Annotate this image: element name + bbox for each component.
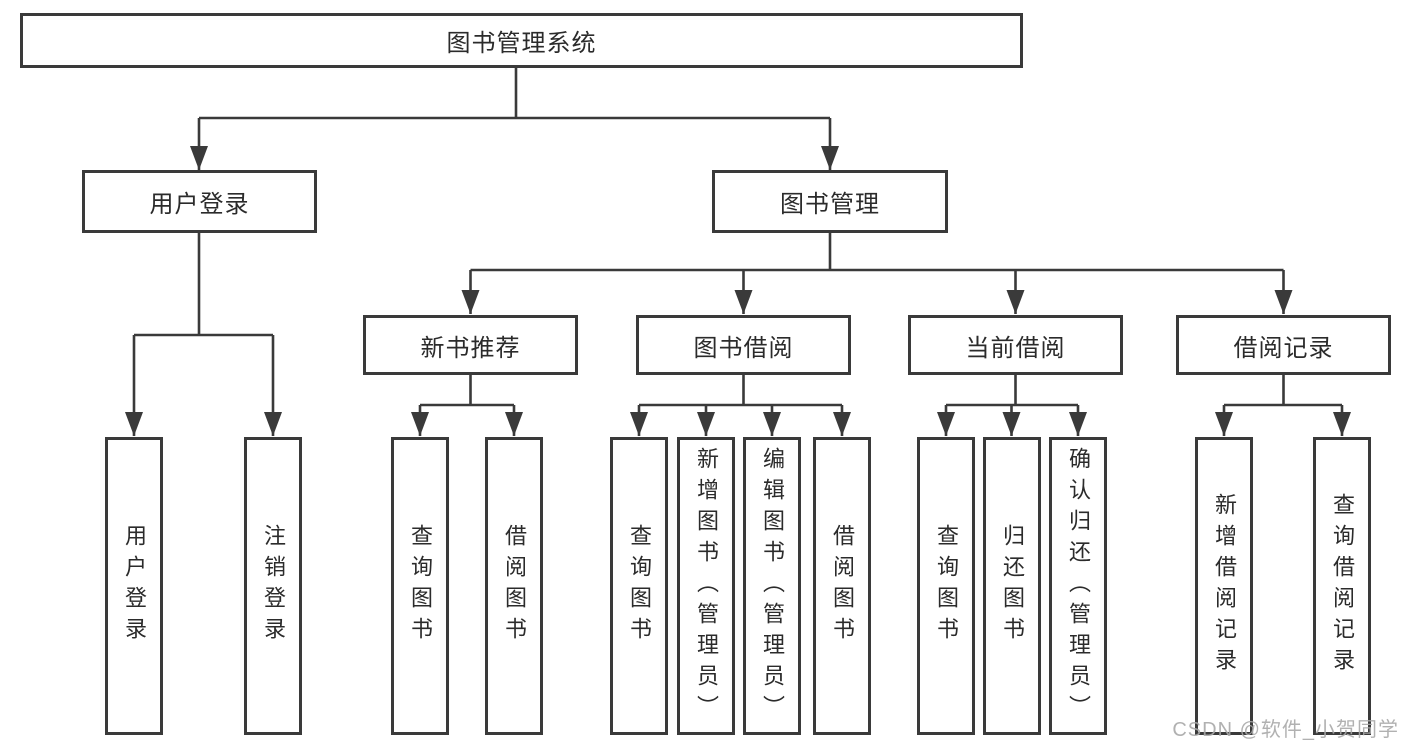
node-leaf-query-books-3: 查询图书 xyxy=(917,437,975,735)
node-leaf-query-books-1-label: 查询图书 xyxy=(408,524,433,648)
node-new-book-recommend: 新书推荐 xyxy=(363,315,578,375)
node-leaf-add-borrow-record: 新增借阅记录 xyxy=(1195,437,1253,735)
node-leaf-edit-books-admin-label: 编辑图书（管理员） xyxy=(760,446,785,726)
node-leaf-query-books-2: 查询图书 xyxy=(610,437,668,735)
node-leaf-return-books: 归还图书 xyxy=(983,437,1041,735)
node-leaf-query-borrow-record: 查询借阅记录 xyxy=(1313,437,1371,735)
watermark: CSDN @软件_小贺同学 xyxy=(1172,719,1399,741)
node-leaf-borrow-books-1-label: 借阅图书 xyxy=(502,524,527,648)
node-book-management-label: 图书管理 xyxy=(780,191,880,218)
arrowheads xyxy=(125,146,1351,436)
node-leaf-logout: 注销登录 xyxy=(244,437,302,735)
node-leaf-query-books-1: 查询图书 xyxy=(391,437,449,735)
node-leaf-add-borrow-record-label: 新增借阅记录 xyxy=(1212,493,1237,679)
node-leaf-add-books-admin: 新增图书（管理员） xyxy=(677,437,735,735)
node-book-borrowing-label: 图书借阅 xyxy=(693,334,794,362)
node-leaf-return-books-label: 归还图书 xyxy=(1000,524,1025,648)
node-leaf-add-books-admin-label: 新增图书（管理员） xyxy=(694,446,719,726)
node-leaf-query-books-3-label: 查询图书 xyxy=(934,524,959,648)
node-book-management: 图书管理 xyxy=(712,170,948,233)
node-leaf-user-login-label: 用户登录 xyxy=(122,524,147,648)
node-leaf-edit-books-admin: 编辑图书（管理员） xyxy=(743,437,801,735)
node-system-root-label: 图书管理系统 xyxy=(446,30,597,57)
node-borrow-records: 借阅记录 xyxy=(1176,315,1391,375)
node-leaf-borrow-books-2: 借阅图书 xyxy=(813,437,871,735)
node-leaf-borrow-books-1: 借阅图书 xyxy=(485,437,543,735)
node-leaf-confirm-return-admin-label: 确认归还（管理员） xyxy=(1066,446,1091,726)
node-user-login: 用户登录 xyxy=(82,170,317,233)
node-book-borrowing: 图书借阅 xyxy=(636,315,851,375)
node-current-borrowing-label: 当前借阅 xyxy=(965,334,1066,362)
node-user-login-label: 用户登录 xyxy=(149,191,250,218)
node-leaf-query-borrow-record-label: 查询借阅记录 xyxy=(1330,493,1355,679)
node-leaf-query-books-2-label: 查询图书 xyxy=(627,524,652,648)
node-borrow-records-label: 借阅记录 xyxy=(1233,334,1334,362)
node-new-book-recommend-label: 新书推荐 xyxy=(420,334,521,362)
node-leaf-user-login: 用户登录 xyxy=(105,437,163,735)
node-current-borrowing: 当前借阅 xyxy=(908,315,1123,375)
node-leaf-borrow-books-2-label: 借阅图书 xyxy=(830,524,855,648)
node-leaf-confirm-return-admin: 确认归还（管理员） xyxy=(1049,437,1107,735)
node-system-root: 图书管理系统 xyxy=(20,13,1023,68)
node-leaf-logout-label: 注销登录 xyxy=(261,524,286,648)
